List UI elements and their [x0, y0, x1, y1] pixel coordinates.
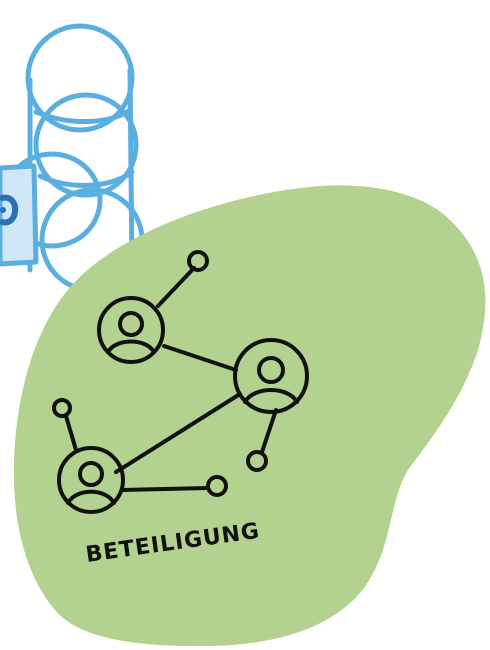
endpoint-node-icon — [246, 450, 268, 472]
connection-line — [162, 344, 238, 372]
connection-line — [156, 266, 196, 308]
connection-line — [64, 414, 78, 452]
endpoint-node-icon — [206, 475, 228, 497]
green-blob — [13, 185, 486, 647]
stacked-circles-sketch — [1, 23, 145, 293]
person-node-icon — [97, 296, 165, 364]
person-node-icon — [233, 338, 309, 414]
connection-line — [114, 392, 242, 474]
network-lines — [64, 266, 278, 492]
endpoint-node-icon — [187, 250, 209, 272]
card-dot-icon — [0, 207, 6, 213]
endpoint-node-icon — [52, 398, 72, 418]
card-glyph-icon — [0, 194, 19, 226]
card-sketch — [0, 163, 39, 267]
connection-line — [260, 408, 278, 454]
connection-line — [122, 486, 210, 492]
person-node-icon — [57, 446, 125, 514]
endpoint-nodes — [52, 250, 268, 497]
